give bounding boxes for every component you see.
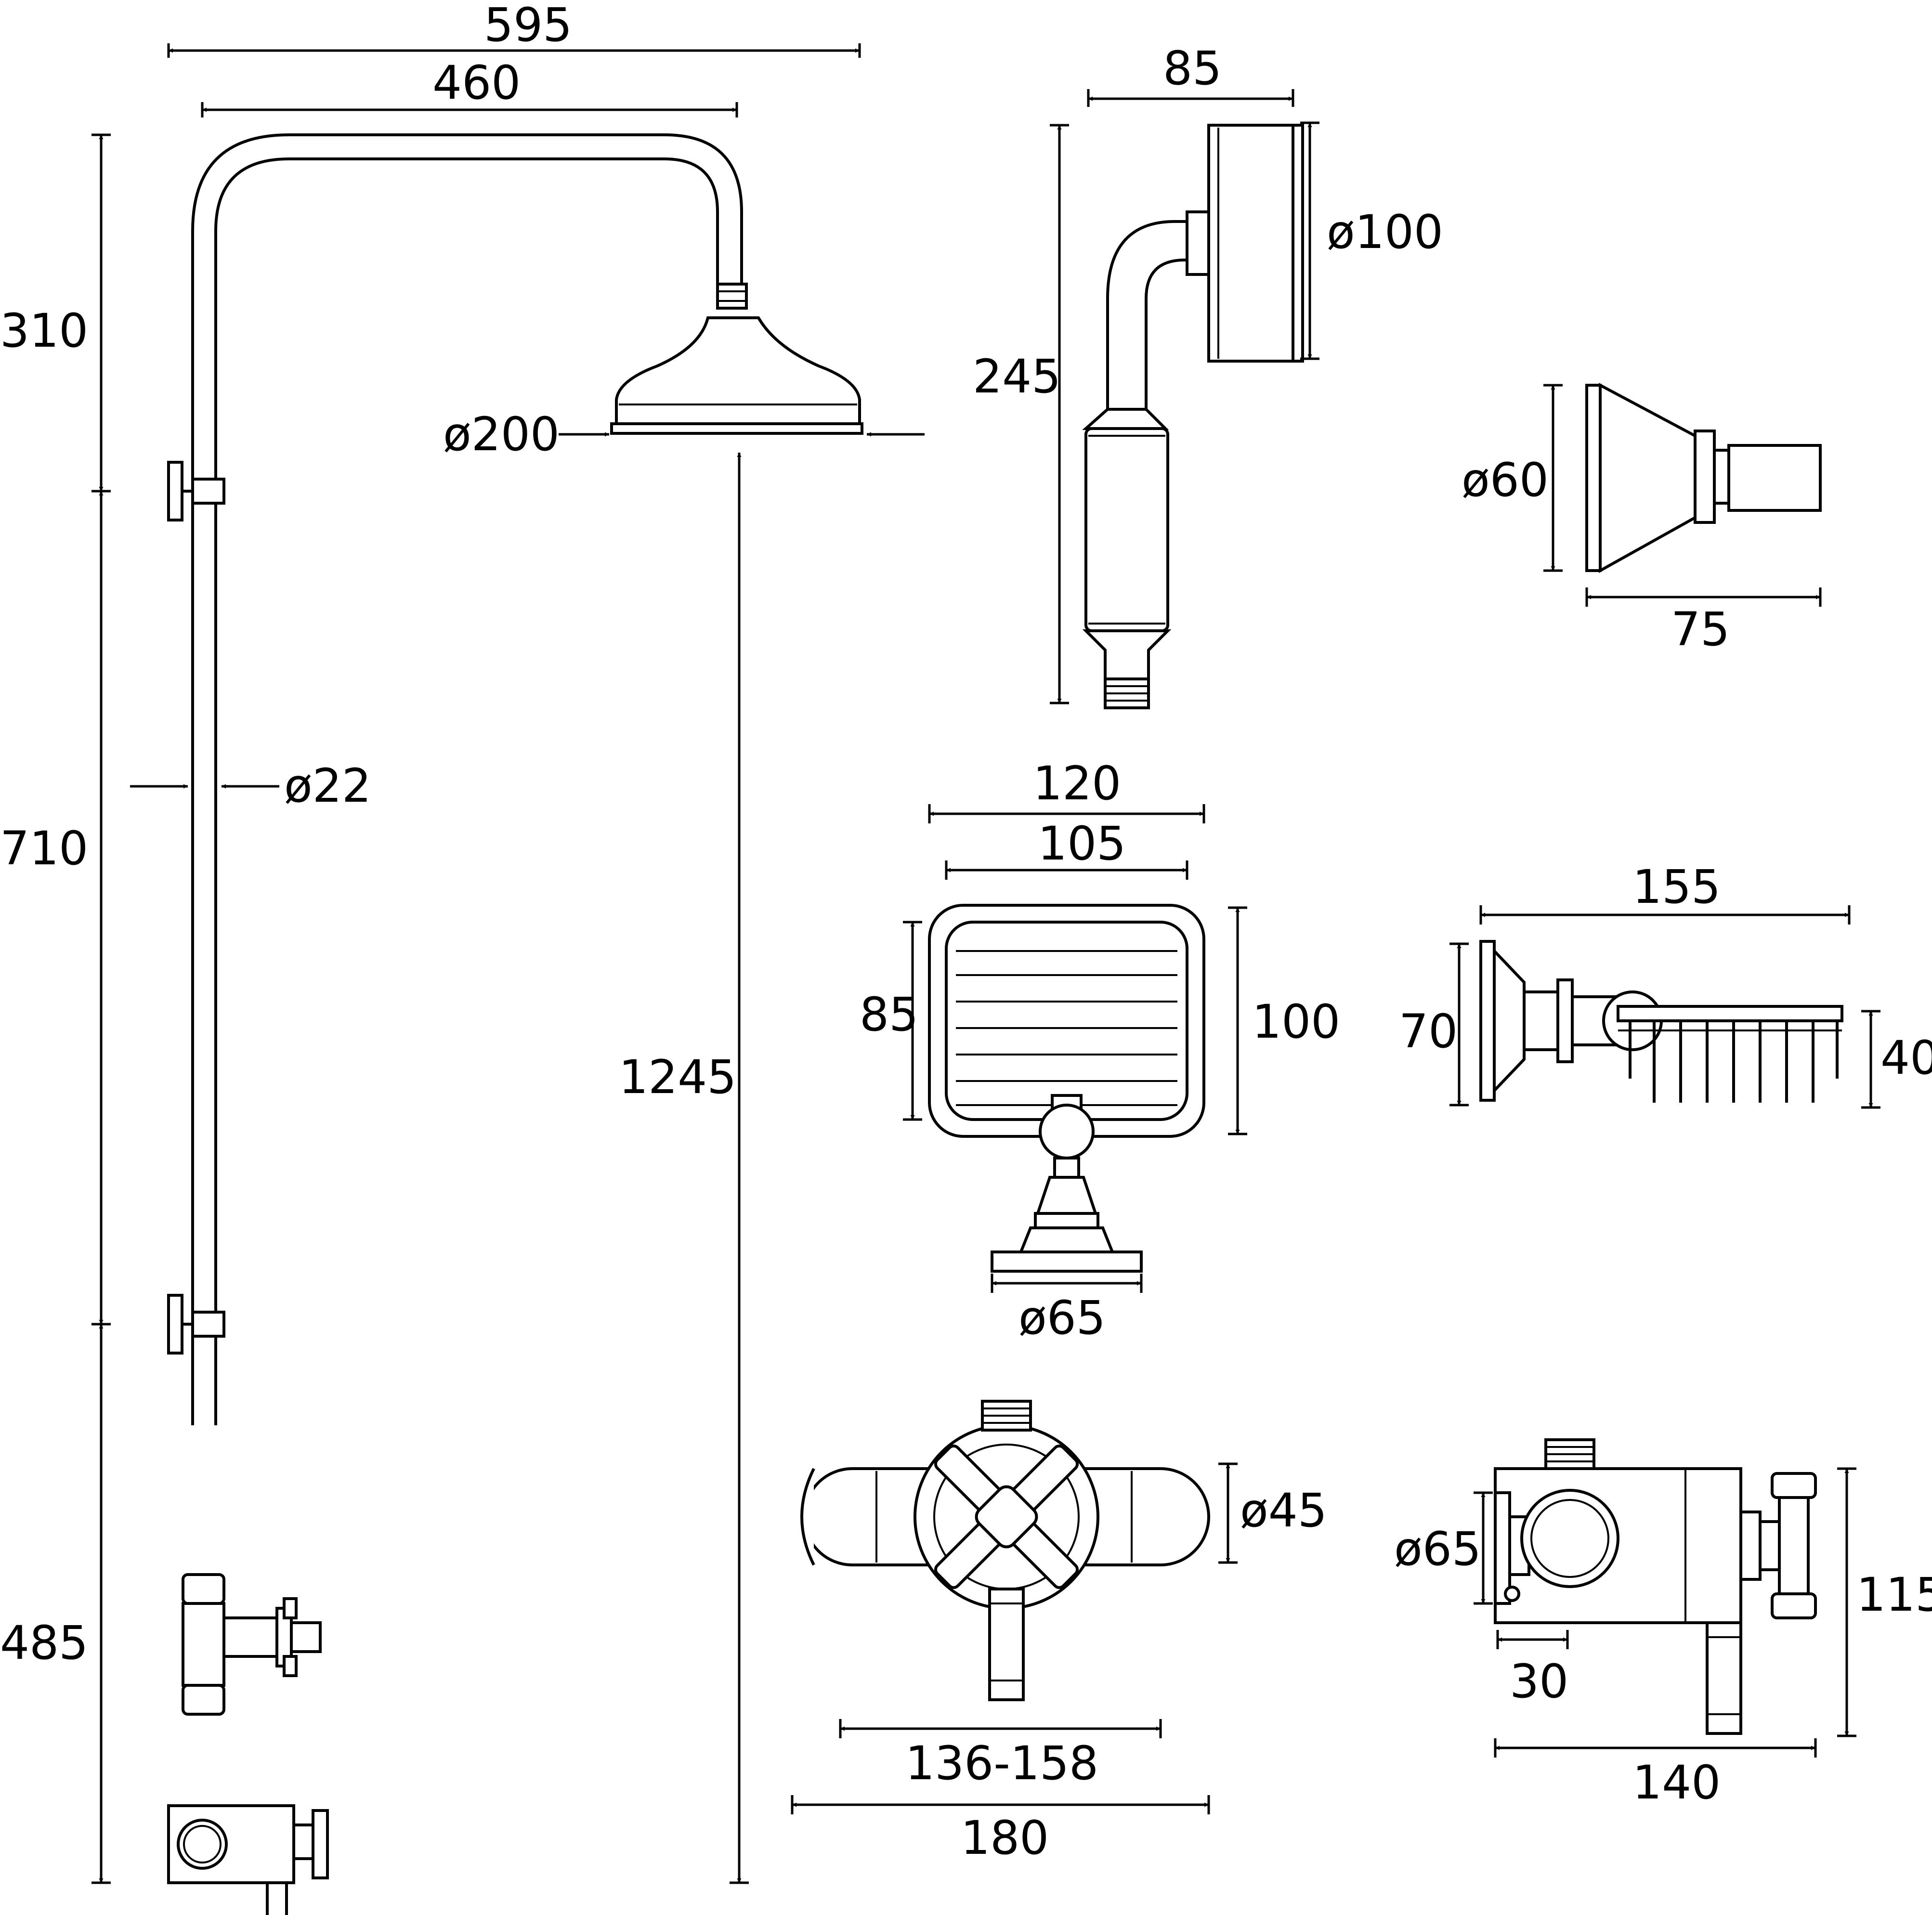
dim-handset-height: 245 (973, 350, 1061, 404)
riser-pipe (191, 133, 743, 1425)
dim-dish-width-outer: 120 (1033, 756, 1121, 810)
dim-basket-height: 40 (1880, 1031, 1932, 1085)
dim-handset-depth: 85 (1163, 41, 1222, 95)
base-valve (167, 1804, 329, 1915)
dim-valve-backplate-diameter: ø65 (1394, 1522, 1481, 1576)
dim-height-bottom: 485 (0, 1616, 88, 1670)
riser-pipe-inner (214, 157, 719, 1425)
dim-valve-height: 115 (1856, 1568, 1932, 1622)
dim-dish-width-inner: 105 (1038, 817, 1126, 871)
soap-dish-dimensions: 120 105 85 100 ø65 (860, 756, 1340, 1345)
dim-basket-plate-height: 70 (1399, 1004, 1458, 1058)
valve-side (1494, 1438, 1817, 1735)
dim-bracket-projection: 75 (1671, 602, 1730, 656)
dim-bracket-diameter: ø60 (1462, 453, 1549, 507)
dim-handset-head-diameter: ø100 (1327, 205, 1443, 259)
dim-riser-diameter: ø22 (284, 759, 371, 813)
dim-height-top: 310 (0, 304, 88, 358)
dim-valve-centres: 136-158 (905, 1736, 1098, 1790)
dim-head-diameter: ø200 (443, 407, 560, 461)
handset (1082, 124, 1304, 709)
dim-valve-offset: 30 (1510, 1654, 1568, 1708)
lower-wall-bracket (167, 1294, 225, 1355)
riser-dimensions: 595 460 310 710 485 ø22 ø200 1245 (0, 0, 925, 1884)
head-connector (716, 283, 748, 310)
dim-head-height: 1245 (619, 1050, 736, 1104)
dim-basket-projection: 155 (1632, 860, 1721, 914)
diverter-valve (182, 1573, 322, 1716)
handset-wall-bracket (1585, 383, 1822, 573)
valve-front-dimensions: ø45 136-158 180 (791, 1462, 1327, 1865)
shower-riser (167, 133, 863, 1915)
dim-valve-width-overall: 180 (961, 1811, 1049, 1865)
dim-dish-height-inner: 85 (860, 988, 918, 1042)
dim-dish-height-outer: 100 (1252, 995, 1340, 1049)
shower-rose-rim (610, 422, 863, 435)
soap-basket-dimensions: 155 70 40 (1399, 860, 1932, 1109)
shower-rose (615, 316, 861, 425)
handset-dimensions: 85 245 ø100 (973, 41, 1443, 704)
dim-width-overall: 595 (484, 0, 572, 52)
dim-valve-body-diameter: ø45 (1240, 1484, 1327, 1537)
dim-dish-base-diameter: ø65 (1018, 1291, 1106, 1345)
dim-arm-projection: 460 (432, 56, 521, 110)
valve-front (800, 1400, 1210, 1701)
upper-wall-bracket (167, 461, 225, 521)
dim-valve-depth: 140 (1632, 1756, 1721, 1810)
dim-height-middle: 710 (0, 821, 88, 875)
soap-basket (1479, 940, 1843, 1103)
valve-side-dimensions: ø65 30 115 140 (1394, 1467, 1932, 1810)
wall-bracket-dimensions: ø60 75 (1462, 384, 1822, 656)
soap-dish (928, 904, 1205, 1273)
